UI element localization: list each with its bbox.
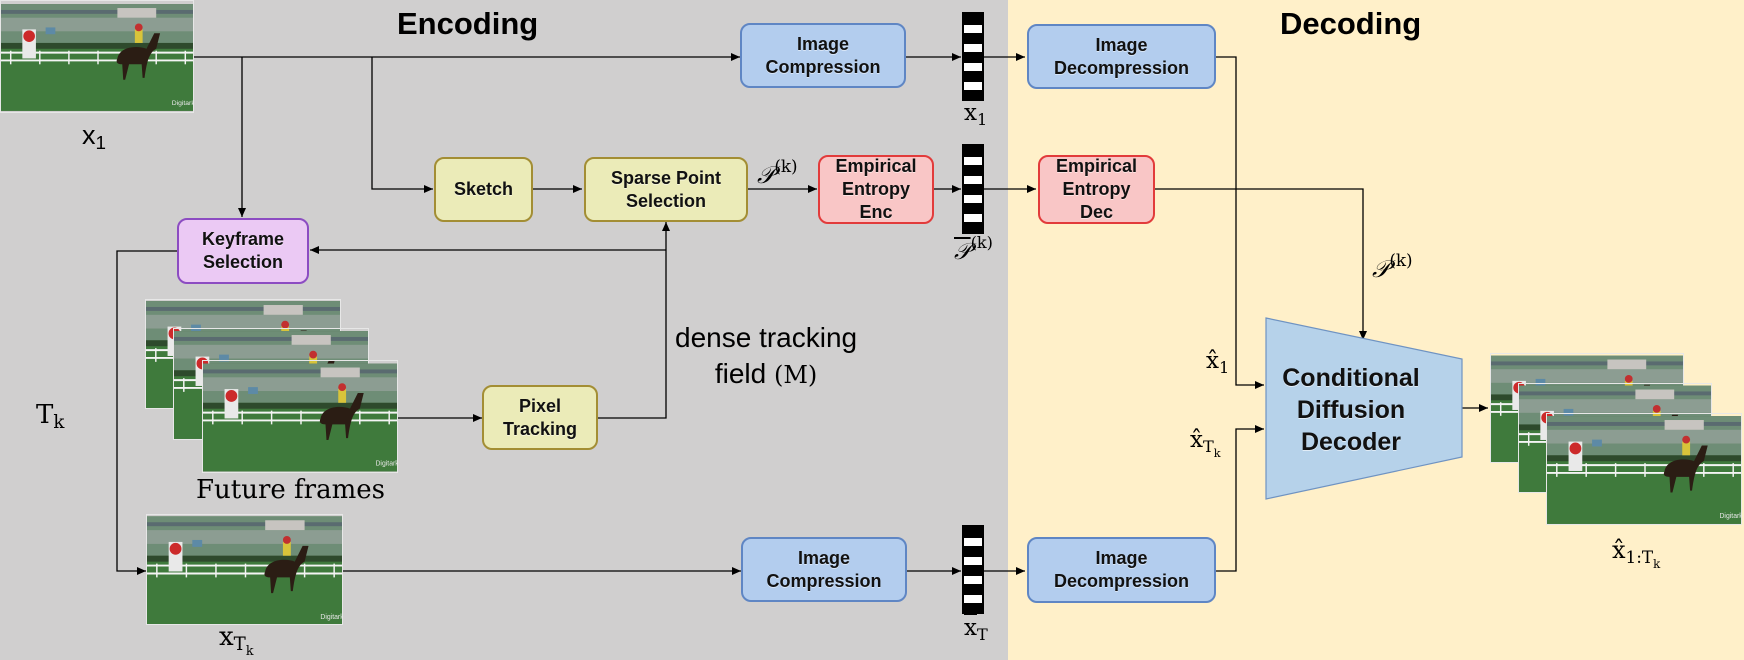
sparse-point-selection-block: Sparse Point Selection bbox=[584, 157, 748, 222]
sketch-block: Sketch bbox=[434, 157, 533, 222]
label-dense-tracking-field: dense tracking field (M) bbox=[675, 322, 858, 389]
label-bar-x1: x1 bbox=[964, 100, 988, 129]
encoding-title: Encoding bbox=[397, 6, 539, 41]
label-tk: Tk bbox=[36, 400, 65, 433]
bitstream-xt-icon bbox=[962, 525, 984, 614]
label-p-k-dec: 𝒫(k) bbox=[1372, 250, 1413, 283]
racehorse-frame-icon bbox=[1547, 414, 1742, 525]
keyframe-selection-block: Keyframe Selection bbox=[177, 218, 309, 284]
pixel-tracking-block: Pixel Tracking bbox=[482, 385, 598, 450]
bitstream-p-icon bbox=[962, 144, 984, 234]
conditional-diffusion-decoder-label: Conditional Diffusion Decoder bbox=[1282, 364, 1420, 456]
output-frame-3 bbox=[1546, 413, 1742, 525]
empirical-entropy-enc-block: Empirical Entropy Enc bbox=[818, 155, 934, 224]
label-x1: x1 bbox=[82, 120, 107, 154]
image-compression-top: Image Compression bbox=[740, 23, 906, 88]
label-p-k-enc: 𝒫(k) bbox=[757, 156, 798, 189]
frame-xtk-thumbnail bbox=[146, 514, 343, 625]
label-hat-x1: x̂1 bbox=[1206, 348, 1230, 377]
racehorse-frame-icon bbox=[147, 515, 343, 625]
label-bar-xt: xT bbox=[964, 615, 988, 644]
image-compression-bottom: Image Compression bbox=[741, 537, 907, 602]
image-decompression-bottom: Image Decompression bbox=[1027, 537, 1216, 603]
decoding-title: Decoding bbox=[1280, 6, 1422, 41]
racehorse-frame-icon bbox=[203, 361, 398, 473]
label-output-sequence: x̂1:Tk bbox=[1612, 536, 1661, 571]
bitstream-x1-icon bbox=[962, 12, 984, 101]
decoder-trapezoid-shape bbox=[1265, 317, 1463, 500]
label-hat-xtk: x̂Tk bbox=[1190, 427, 1221, 460]
image-decompression-top: Image Decompression bbox=[1027, 24, 1216, 89]
label-xtk: xTk bbox=[219, 622, 254, 659]
label-future-frames: Future frames bbox=[196, 475, 385, 505]
racehorse-frame-icon bbox=[1, 1, 194, 113]
label-bar-p-k: 𝒫(k) bbox=[954, 233, 993, 265]
empirical-entropy-dec-block: Empirical Entropy Dec bbox=[1038, 155, 1155, 224]
frame-x1-thumbnail bbox=[0, 0, 194, 113]
future-frame-3 bbox=[202, 360, 398, 473]
